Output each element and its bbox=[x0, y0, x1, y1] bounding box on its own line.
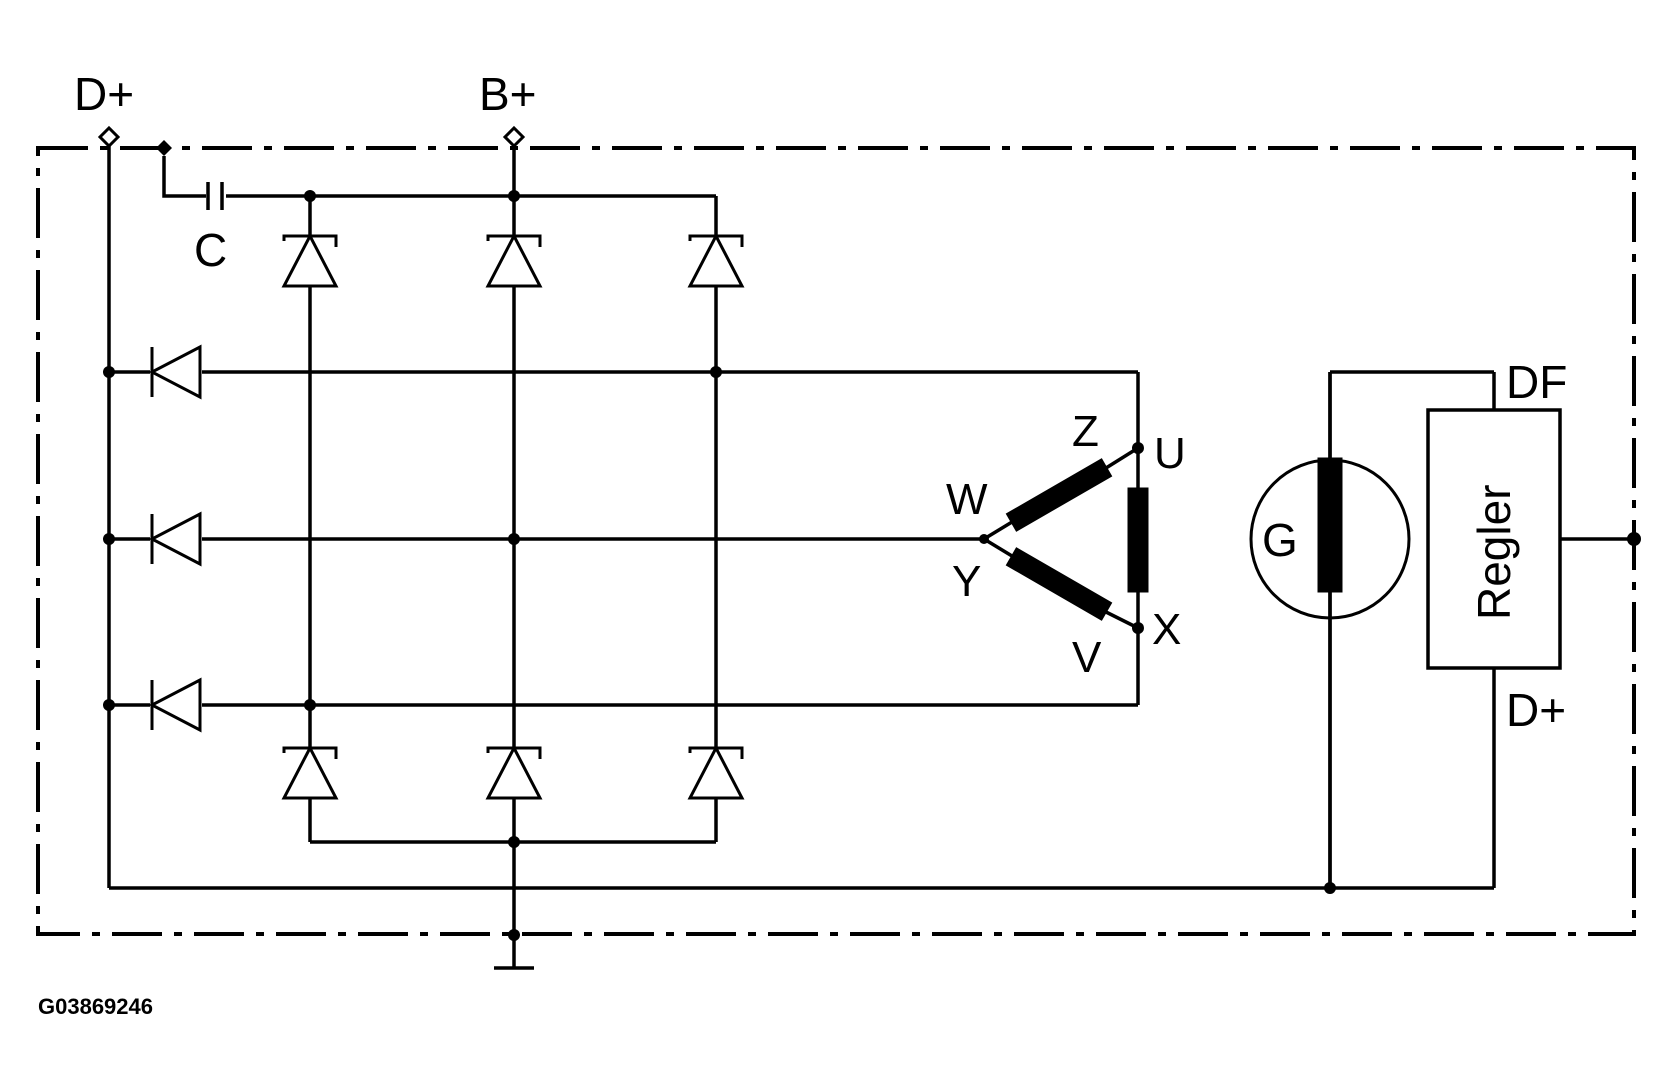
label-winding-u: U bbox=[1154, 429, 1186, 478]
exciter-diode-1 bbox=[148, 344, 202, 400]
junction-dots bbox=[103, 190, 1641, 941]
label-d-plus-regulator: D+ bbox=[1506, 684, 1566, 736]
label-d-plus-top: D+ bbox=[74, 68, 134, 120]
label-generator: G bbox=[1262, 514, 1298, 566]
label-winding-w: W bbox=[946, 475, 988, 524]
zener-diode-lower-1 bbox=[281, 744, 339, 800]
label-winding-x: X bbox=[1152, 605, 1181, 654]
label-df: DF bbox=[1506, 356, 1567, 408]
label-winding-z: Z bbox=[1072, 407, 1099, 456]
zener-diode-lower-3 bbox=[687, 744, 745, 800]
figure-id: G03869246 bbox=[38, 994, 153, 1019]
terminal-b-plus bbox=[502, 125, 526, 149]
zener-diode-upper-2 bbox=[485, 232, 543, 288]
capacitor-c bbox=[206, 182, 224, 210]
zener-diode-upper-1 bbox=[281, 232, 339, 288]
generator-field bbox=[1249, 372, 1411, 888]
zener-diode-lower-2 bbox=[485, 744, 543, 800]
capacitor-terminal bbox=[156, 140, 172, 156]
winding-y-v bbox=[1005, 547, 1113, 621]
winding-w-z bbox=[1005, 458, 1113, 532]
zener-diode-upper-3 bbox=[687, 232, 745, 288]
label-b-plus-top: B+ bbox=[479, 68, 537, 120]
label-winding-y: Y bbox=[952, 557, 981, 606]
stator-windings bbox=[983, 446, 1149, 630]
housing-frame bbox=[36, 146, 1636, 936]
label-capacitor: C bbox=[194, 224, 227, 276]
terminal-d-plus bbox=[97, 125, 121, 149]
winding-u-x bbox=[1127, 487, 1149, 593]
regulator-box bbox=[1426, 408, 1562, 670]
wiring bbox=[107, 146, 1634, 970]
exciter-diode-2 bbox=[148, 511, 202, 567]
label-regulator: Regler bbox=[1468, 484, 1520, 620]
exciter-diode-3 bbox=[148, 677, 202, 733]
label-winding-v: V bbox=[1072, 633, 1102, 682]
